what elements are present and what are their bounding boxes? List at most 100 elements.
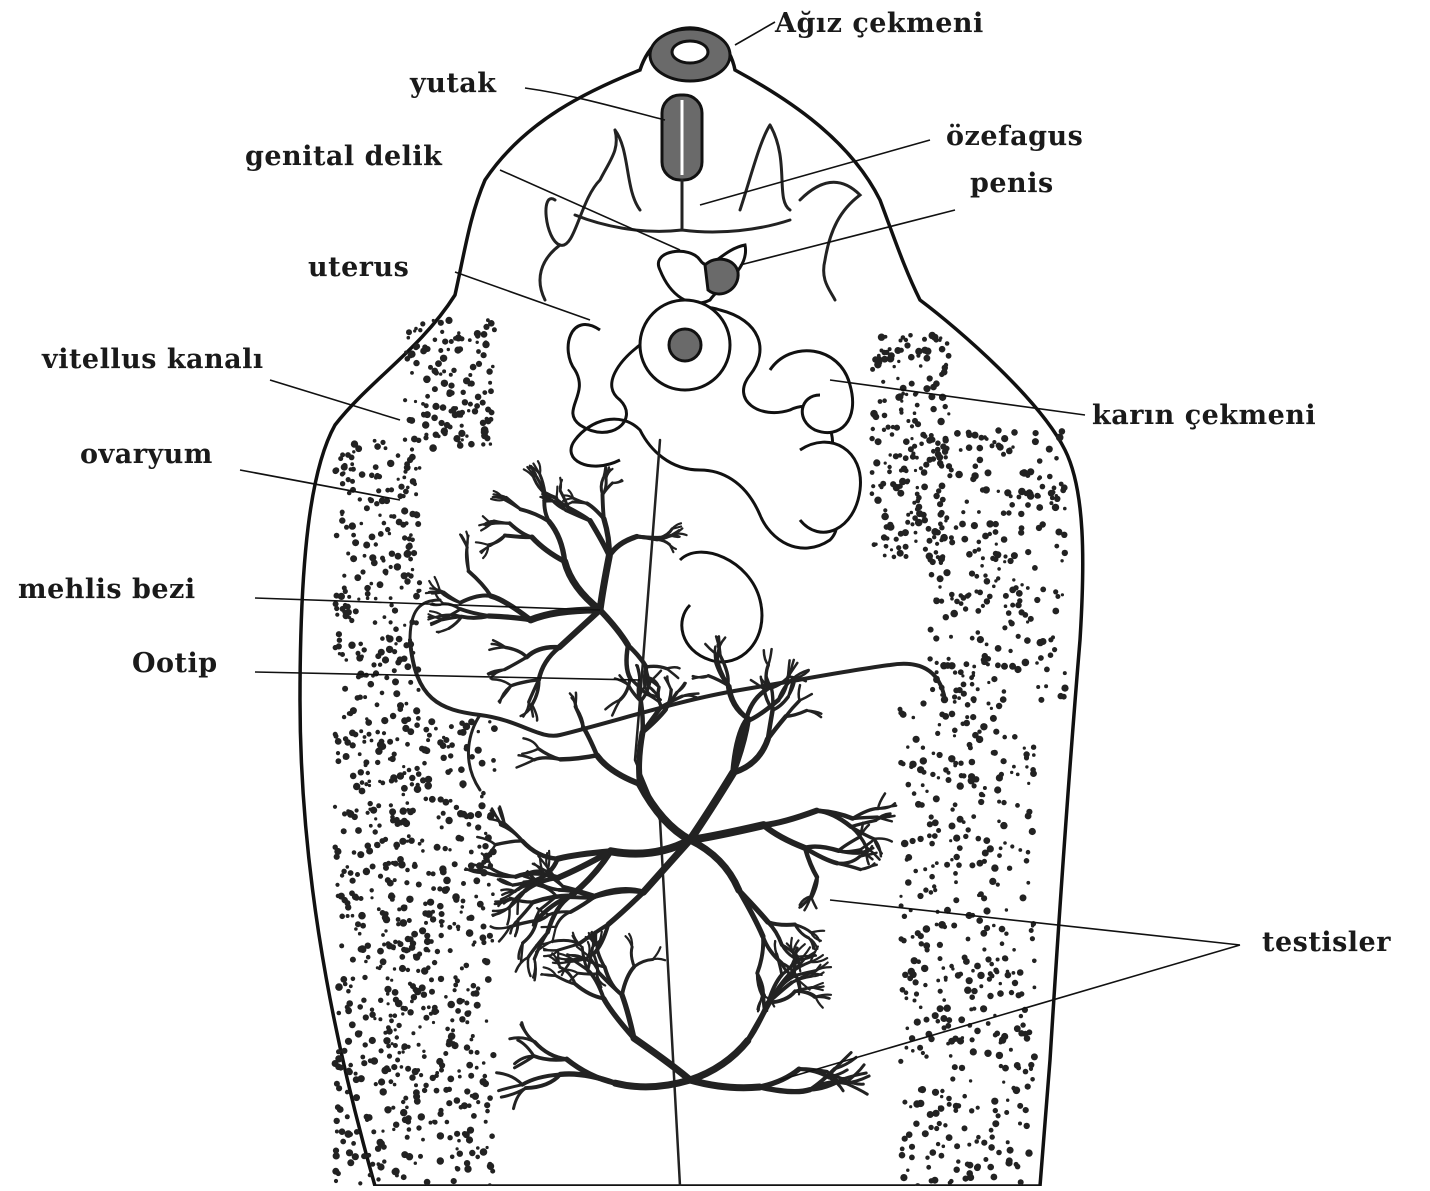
vitellaria-dot	[942, 966, 946, 970]
vitellaria-dot	[366, 955, 371, 960]
vitellaria-dot	[350, 957, 356, 963]
vitellaria-dot	[1036, 685, 1040, 689]
vitellaria-dot	[442, 339, 448, 345]
vitellaria-dot	[370, 739, 374, 743]
vitellaria-dot	[1004, 1110, 1009, 1115]
vitellaria-dot	[932, 884, 936, 888]
vitellaria-dot	[407, 728, 414, 735]
vitellaria-dot	[920, 757, 927, 764]
vitellaria-dot	[950, 1076, 955, 1081]
vitellaria-dot	[974, 574, 979, 579]
vitellaria-dot	[954, 880, 958, 884]
vitellaria-dot	[1009, 502, 1015, 508]
vitellaria-dot	[933, 493, 939, 499]
vitellaria-dot	[937, 575, 944, 582]
vitellaria-dot	[944, 515, 949, 520]
vitellaria-dot	[974, 589, 978, 593]
vitellaria-dot	[1012, 578, 1015, 581]
vitellaria-dot	[929, 841, 935, 847]
vitellaria-dot	[439, 420, 445, 426]
vitellaria-dot	[946, 1134, 953, 1141]
vitellaria-dot	[409, 944, 416, 951]
vitellaria-dot	[365, 591, 371, 597]
vitellaria-dot	[363, 1042, 368, 1047]
vitellaria-dot	[977, 540, 982, 545]
vitellaria-dot	[967, 1143, 971, 1147]
vitellaria-dot	[456, 1147, 459, 1150]
vitellaria-dot	[925, 1156, 929, 1160]
vitellaria-dot	[1044, 684, 1048, 688]
vitellaria-dot	[390, 713, 396, 719]
vitellaria-dot	[913, 411, 917, 415]
vitellaria-dot	[950, 807, 954, 811]
vitellaria-dot	[382, 914, 389, 921]
vitellaria-dot	[482, 958, 488, 964]
vitellaria-dot	[370, 896, 373, 899]
vitellaria-dot	[916, 486, 919, 489]
vitellaria-dot	[909, 1155, 915, 1161]
vitellaria-dot	[953, 897, 959, 903]
vitellaria-dot	[939, 346, 946, 353]
vitellaria-dot	[350, 878, 356, 884]
vitellaria-dot	[971, 969, 975, 973]
vitellaria-dot	[991, 864, 998, 871]
vitellaria-dot	[358, 946, 365, 953]
vitellaria-dot	[468, 402, 473, 407]
vitellaria-dot	[368, 780, 372, 784]
vitellaria-dot	[887, 469, 892, 474]
vitellaria-dot	[438, 1111, 444, 1117]
vitellaria-dot	[994, 579, 997, 582]
vitellaria-dot	[411, 1031, 415, 1035]
vitellaria-dot	[943, 614, 949, 620]
vitellaria-dot	[990, 556, 995, 561]
vitellaria-dot	[940, 1089, 944, 1093]
vitellaria-dot	[429, 1121, 433, 1125]
vitellaria-dot	[371, 662, 376, 667]
vitellaria-dot	[432, 1021, 435, 1024]
vitellaria-dot	[367, 732, 372, 737]
vitellaria-dot	[1037, 458, 1043, 464]
vitellaria-dot	[401, 1045, 406, 1050]
vitellaria-dot	[923, 385, 930, 392]
vitellaria-dot	[932, 819, 939, 826]
vitellaria-dot	[366, 596, 370, 600]
vitellaria-dot	[370, 582, 374, 586]
vitellaria-dot	[969, 994, 975, 1000]
vitellaria-dot	[437, 903, 444, 910]
vitellaria-dot	[933, 597, 940, 604]
vitellaria-dot	[406, 486, 410, 490]
vitellaria-dot	[1019, 525, 1025, 531]
vitellaria-dot	[375, 1146, 381, 1152]
vitellaria-dot	[890, 548, 893, 551]
vitellaria-dot	[942, 1145, 946, 1149]
vitellaria-dot	[869, 436, 874, 441]
vitellaria-dot	[336, 751, 340, 755]
vitellaria-dot	[422, 1050, 425, 1053]
vitellaria-dot	[899, 1152, 906, 1159]
vitellaria-dot	[910, 522, 914, 526]
vitellaria-dot	[485, 1109, 490, 1114]
vitellaria-dot	[977, 636, 984, 643]
vitellaria-dot	[340, 873, 344, 877]
organ-branch	[853, 817, 878, 818]
vitellaria-dot	[375, 760, 380, 765]
vitellaria-dot	[389, 1014, 393, 1018]
vitellaria-dot	[423, 727, 429, 733]
vitellaria-dot	[481, 940, 486, 945]
vitellaria-dot	[873, 459, 880, 466]
vitellaria-dot	[377, 581, 384, 588]
vitellaria-dot	[413, 707, 420, 714]
vitellaria-dot	[402, 476, 406, 480]
vitellaria-dot	[933, 635, 939, 641]
vitellaria-dot	[407, 1127, 412, 1132]
vitellaria-dot	[1017, 598, 1022, 603]
vitellaria-dot	[981, 604, 985, 608]
vitellaria-dot	[981, 556, 985, 560]
vitellaria-dot	[992, 1120, 999, 1127]
vitellaria-dot	[346, 1149, 353, 1156]
vitellaria-dot	[983, 486, 990, 493]
vitellaria-dot	[871, 427, 875, 431]
vitellaria-dot	[906, 513, 910, 517]
vitellaria-dot	[938, 989, 943, 994]
vitellaria-dot	[935, 530, 941, 536]
